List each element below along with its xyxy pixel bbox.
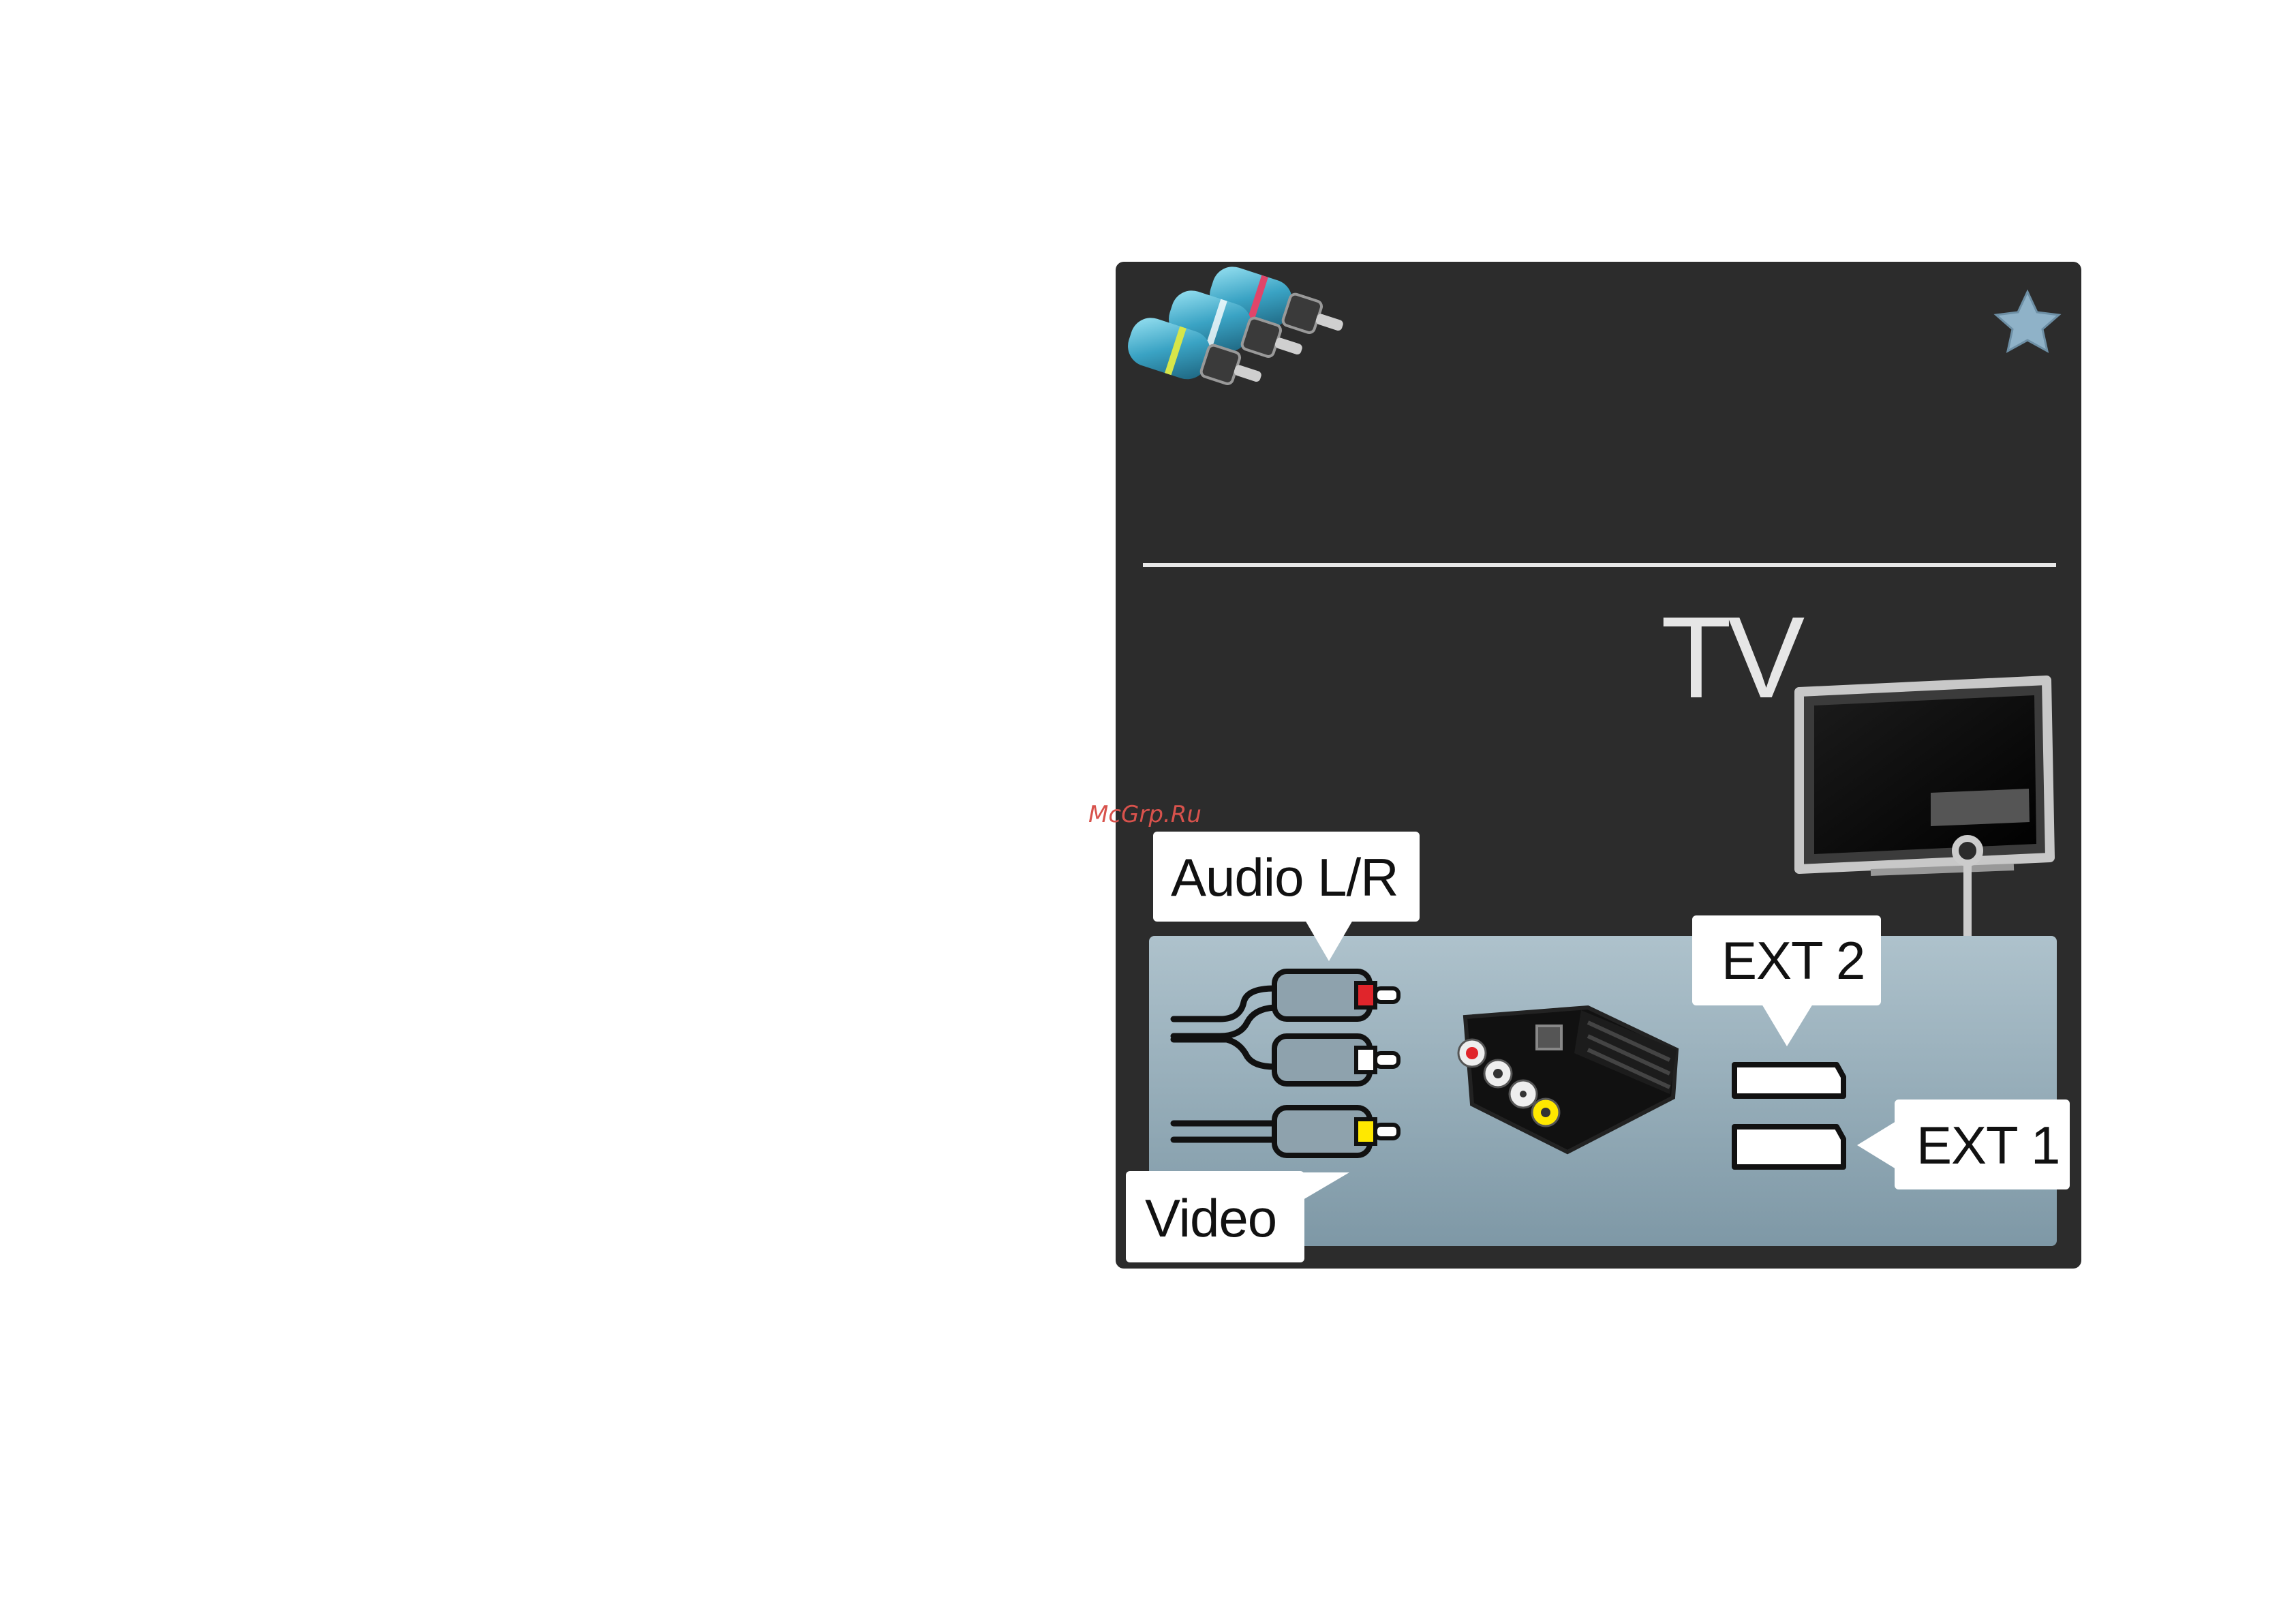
tv-icon [1799, 680, 2050, 937]
ext2-socket [1734, 1065, 1843, 1096]
star-icon [1996, 292, 2059, 351]
rca-connectors-icon [1122, 262, 1349, 402]
ext1-label: EXT 1 [1916, 1119, 2060, 1172]
video-label: Video [1145, 1192, 1276, 1245]
divider-line [1143, 563, 2056, 567]
ext1-socket [1734, 1127, 1843, 1167]
diagram-title: TV [1661, 600, 1801, 716]
ext2-label: EXT 2 [1721, 934, 1865, 987]
audio-label: Audio L/R [1171, 851, 1398, 904]
watermark: McGrp.Ru [1088, 801, 1201, 828]
